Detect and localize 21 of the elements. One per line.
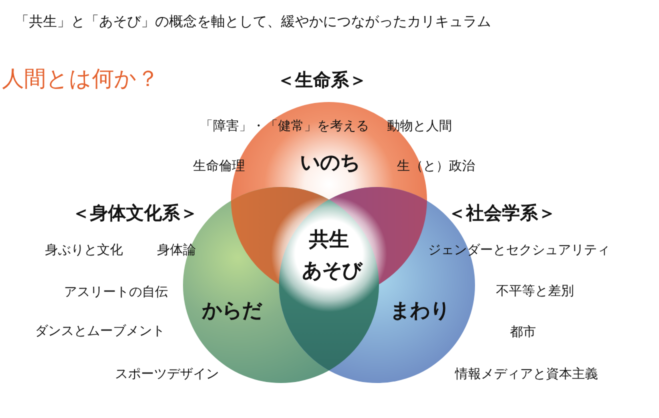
topic-text: 不平等と差別 [496,284,574,300]
category-heading: ＜生命系＞ [277,70,367,92]
topic-text: 身体論 [157,243,196,260]
topic-text: アスリートの自伝 [64,285,168,302]
category-heading: ＜身体文化系＞ [72,203,198,226]
topic-text: 情報メディアと資本主義 [455,367,598,384]
topic-text: 「障害」・「健常」を考える [200,119,369,136]
topic-text: スポーツデザイン [115,367,219,384]
category-heading: ＜社会学系＞ [448,203,556,226]
topic-text: 生（と）政治 [397,159,475,176]
question-heading: 人間とは何か？ [2,66,159,94]
topic-text: 身ぶりと文化 [45,243,123,260]
concept-label: 共生 [309,227,349,252]
topic-text: ジェンダーとセクシュアリティ [428,243,610,260]
circle-label: いのち [300,150,360,175]
title-text: 「共生」と「あそび」の概念を軸として、緩やかにつながったカリキュラム [15,14,491,32]
topic-text: 都市 [510,325,536,342]
circle-label: からだ [202,298,262,323]
circle-label: まわり [390,298,450,323]
topic-text: ダンスとムーブメント [35,324,165,340]
concept-label: あそび [302,258,362,283]
